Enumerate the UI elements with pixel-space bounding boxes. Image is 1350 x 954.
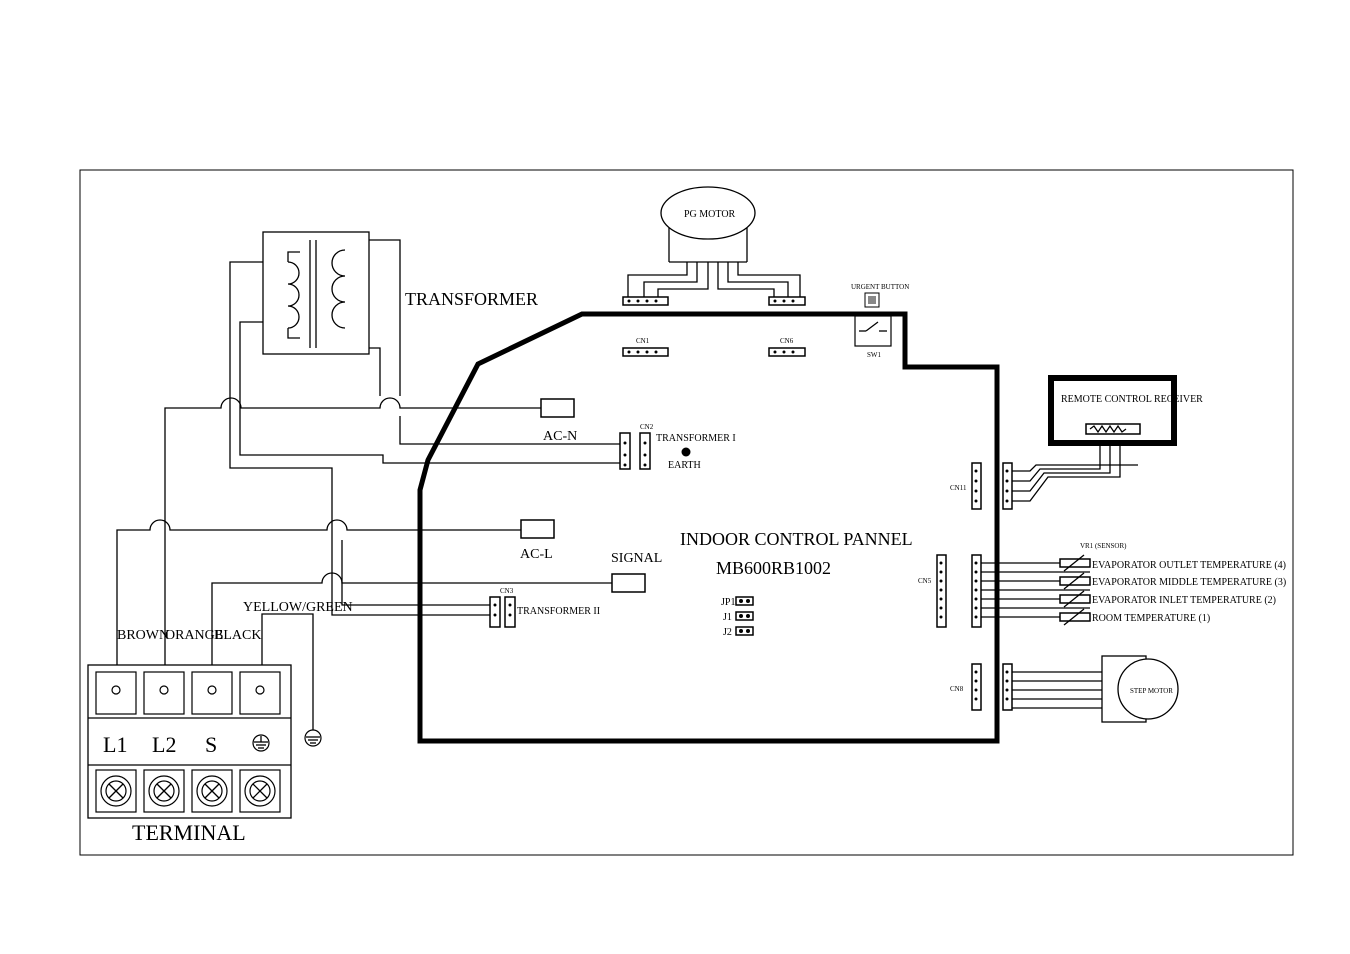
receiver-wires <box>1012 432 1138 502</box>
earth-label: EARTH <box>668 460 701 471</box>
step-motor <box>1101 655 1179 723</box>
cn8-label: CN8 <box>950 685 964 693</box>
panel-model: MB600RB1002 <box>716 558 831 578</box>
cn5-label: CN5 <box>918 577 932 585</box>
urgent-button-label: URGENT BUTTON <box>851 283 909 291</box>
sensor-3-label: EVAPORATOR MIDDLE TEMPERATURE (3) <box>1092 577 1286 588</box>
brown-label: BROWN <box>117 628 169 643</box>
cn11-label: CN11 <box>950 484 967 492</box>
cn1-socket <box>622 347 669 357</box>
sensor-tag: VR1 (SENSOR) <box>1080 542 1127 550</box>
terminal-l1-label: L1 <box>103 732 127 757</box>
cn6-socket <box>768 347 806 357</box>
power-wires <box>116 397 612 730</box>
signal-label: SIGNAL <box>611 551 662 566</box>
panel-title: INDOOR CONTROL PANNEL <box>680 529 913 549</box>
cn1-plug <box>622 296 669 306</box>
earth-point <box>681 447 691 457</box>
remote-receiver-label: REMOTE CONTROL RECEIVER <box>1061 394 1203 405</box>
thermistor-icon <box>1059 554 1091 626</box>
transformer-2-label: TRANSFORMER II <box>517 606 600 617</box>
cn3-connector <box>489 596 516 628</box>
cn6-label: CN6 <box>780 337 794 345</box>
cn2-connector <box>619 432 651 470</box>
j1-jumper <box>735 611 754 621</box>
j1-label: J1 <box>723 612 732 623</box>
ac-l-connector <box>520 519 555 539</box>
transformer-wires <box>229 239 630 517</box>
ac-l-label: AC-L <box>520 547 553 562</box>
sensor-wires <box>981 562 1090 618</box>
sensor-1-label: ROOM TEMPERATURE (1) <box>1092 613 1210 624</box>
cn3-label: CN3 <box>500 587 514 595</box>
sw1-label: SW1 <box>867 351 882 359</box>
remote-receiver <box>1048 375 1177 446</box>
cn6-plug <box>768 296 806 306</box>
transformer-1-label: TRANSFORMER I <box>656 433 736 444</box>
sensor-2-label: EVAPORATOR INLET TEMPERATURE (2) <box>1092 595 1276 606</box>
transformer <box>262 231 370 355</box>
step-motor-label: STEP MOTOR <box>1130 687 1173 695</box>
yellow-green-label: YELLOW/GREEN <box>243 600 353 615</box>
orange-label: ORANGE <box>165 628 223 643</box>
cn5-connector <box>936 554 982 628</box>
transformer-label: TRANSFORMER <box>405 289 538 309</box>
j2-jumper <box>735 626 754 636</box>
diagram-frame <box>79 169 1294 856</box>
earth-icon <box>304 729 322 747</box>
cn2-label: CN2 <box>640 423 654 431</box>
terminal-l2-label: L2 <box>152 732 176 757</box>
pg-motor <box>660 186 756 263</box>
signal-connector <box>611 573 646 593</box>
pg-motor-wires <box>627 262 801 297</box>
ac-n-label: AC-N <box>543 429 577 444</box>
j2-label: J2 <box>723 627 732 638</box>
cn8-connector <box>971 663 1013 711</box>
control-panel-outline <box>417 311 1000 744</box>
sw1-switch <box>854 315 892 347</box>
terminal-label: TERMINAL <box>132 820 246 845</box>
cn11-connector <box>971 462 1013 510</box>
terminal-s-label: S <box>205 732 217 757</box>
pg-motor-label: PG MOTOR <box>684 209 736 220</box>
ac-n-connector <box>540 398 575 418</box>
black-label: BLACK <box>214 628 261 643</box>
jp1-label: JP1 <box>721 597 735 608</box>
jp1-jumper <box>735 596 754 606</box>
sensor-4-label: EVAPORATOR OUTLET TEMPERATURE (4) <box>1092 560 1286 571</box>
cn1-label: CN1 <box>636 337 650 345</box>
terminal-earth-icon <box>252 734 270 752</box>
